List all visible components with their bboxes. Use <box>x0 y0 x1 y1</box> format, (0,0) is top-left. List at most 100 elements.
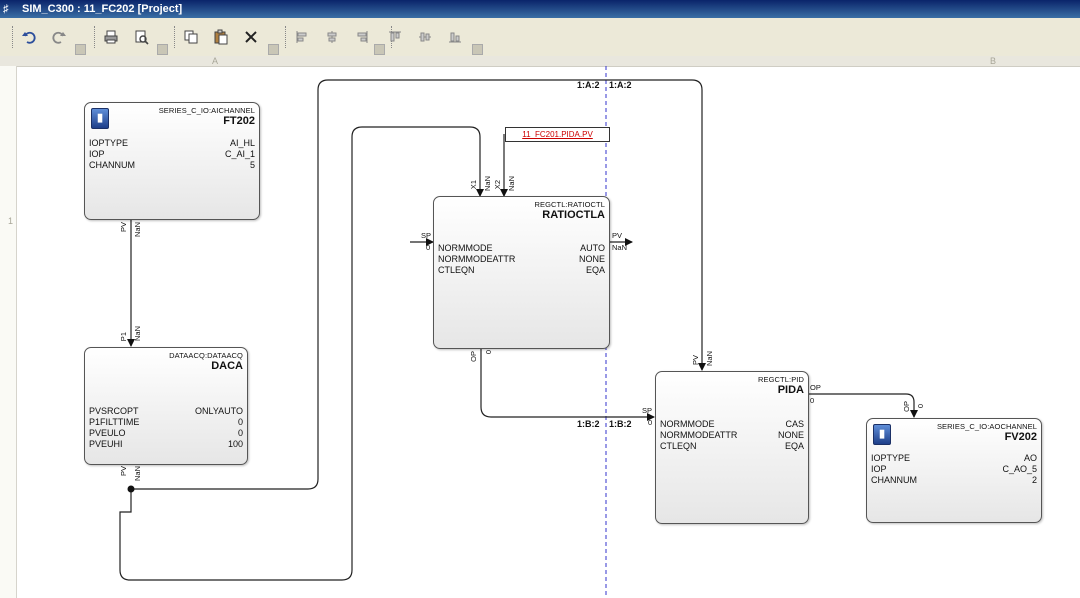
pin-value: 0 <box>484 350 493 355</box>
pin-label: SP <box>421 231 432 240</box>
pin-value: NaN <box>612 243 628 252</box>
block-type: DATAACQ:DATAACQ <box>169 351 243 360</box>
align-middle-icon[interactable] <box>414 26 436 48</box>
param-row: PVEULO 0 <box>89 428 243 439</box>
vertical-ruler: 1 <box>0 66 17 598</box>
pin-label: X2 <box>493 180 502 190</box>
align-bottom-icon[interactable] <box>444 26 466 48</box>
page-label-a2-right[interactable]: 1:A:2 <box>609 80 632 90</box>
param-name: IOPTYPE <box>89 138 129 148</box>
undo-icon[interactable] <box>18 26 40 48</box>
align-right-icon[interactable] <box>351 26 373 48</box>
pin-label: PV <box>119 222 128 233</box>
param-value: AI_HL <box>229 138 255 148</box>
param-row: CHANNUM 2 <box>871 475 1037 486</box>
toolbar-grip-3[interactable] <box>268 44 279 55</box>
pin-value: 0 <box>810 396 815 405</box>
print-preview-icon[interactable] <box>130 26 152 48</box>
param-value: NONE <box>578 254 605 264</box>
param-value: 2 <box>1031 475 1037 485</box>
param-value: 0 <box>237 417 243 427</box>
window-title: SIM_C300 : 11_FC202 [Project] <box>22 3 183 15</box>
param-name: NORMMODE <box>660 419 715 429</box>
pin-label: PV <box>691 355 700 366</box>
block-name: RATIOCTLA <box>542 209 605 221</box>
param-value: CAS <box>785 419 804 429</box>
param-value: 0 <box>237 428 243 438</box>
align-top-icon[interactable] <box>384 26 406 48</box>
param-name: PVEUHI <box>89 439 123 449</box>
param-name: P1FILTTIME <box>89 417 140 427</box>
block-type: REGCTL:RATIOCTL <box>534 200 605 209</box>
horizontal-ruler: A B <box>0 56 1080 67</box>
param-name: CHANNUM <box>89 160 135 170</box>
param-name: IOPTYPE <box>871 453 911 463</box>
page-label-b2-right[interactable]: 1:B:2 <box>609 419 632 429</box>
ref-link-box[interactable]: 11_FC201.PIDA.PV <box>505 127 610 142</box>
param-value: 100 <box>227 439 243 449</box>
wire-ratio-op-to-pida-sp <box>480 348 655 421</box>
block-type: SERIES_C_IO:AOCHANNEL <box>936 422 1037 431</box>
param-name: IOP <box>89 149 105 159</box>
toolbar-grip-2[interactable] <box>157 44 168 55</box>
pin-label: P1 <box>119 332 128 342</box>
align-left-icon[interactable] <box>291 26 313 48</box>
pin-value: NaN <box>705 351 714 367</box>
param-name: CHANNUM <box>871 475 917 485</box>
app-icon: ♯ <box>3 3 9 15</box>
ruler-label-a: A <box>212 56 219 66</box>
pin-value: NaN <box>507 176 516 192</box>
toolbar-grip-5[interactable] <box>472 44 483 55</box>
param-value: EQA <box>585 265 605 275</box>
ruler-label-b: B <box>990 56 997 66</box>
param-row: PVSRCOPT ONLYAUTO <box>89 406 243 417</box>
block-name: FV202 <box>1004 431 1037 443</box>
redo-icon[interactable] <box>48 26 70 48</box>
param-row: NORMMODE CAS <box>660 419 804 430</box>
toolbar-separator <box>94 26 96 48</box>
block-name: PIDA <box>777 384 804 396</box>
pin-label: OP <box>902 401 911 412</box>
param-value: AUTO <box>580 243 605 253</box>
toolbar-grip-4[interactable] <box>374 44 385 55</box>
page-label-a2-left[interactable]: 1:A:2 <box>577 80 600 90</box>
param-value: ONLYAUTO <box>194 406 243 416</box>
delete-icon[interactable] <box>240 26 262 48</box>
param-name: PVEULO <box>89 428 126 438</box>
block-name: FT202 <box>223 115 255 127</box>
pin-label: X1 <box>469 180 478 190</box>
pin-value: 0 <box>648 418 653 427</box>
block-type: SERIES_C_IO:AICHANNEL <box>158 106 255 115</box>
wire-daca-pv-to-ratio-x1 <box>131 79 706 490</box>
print-icon[interactable] <box>100 26 122 48</box>
pin-label: SP <box>642 406 653 415</box>
param-name: PVSRCOPT <box>89 406 139 416</box>
param-name: CTLEQN <box>660 441 697 451</box>
pin-label: OP <box>469 351 478 362</box>
toolbar-grip-1[interactable] <box>75 44 86 55</box>
wire-pida-op-to-fv-op <box>808 393 918 418</box>
pin-value: NaN <box>133 466 142 482</box>
align-center-icon[interactable] <box>321 26 343 48</box>
param-row: NORMMODEATTR NONE <box>438 254 605 265</box>
pin-label: PV <box>119 466 128 477</box>
wire-daca-pv-to-pida-pv <box>119 126 484 581</box>
param-name: NORMMODEATTR <box>438 254 516 264</box>
copy-icon[interactable] <box>180 26 202 48</box>
paste-icon[interactable] <box>210 26 232 48</box>
title-bar: ♯ SIM_C300 : 11_FC202 [Project] <box>0 0 1080 18</box>
pin-value: NaN <box>133 326 142 342</box>
param-value: C_AO_5 <box>1002 464 1037 474</box>
page-label-b2-left[interactable]: 1:B:2 <box>577 419 600 429</box>
